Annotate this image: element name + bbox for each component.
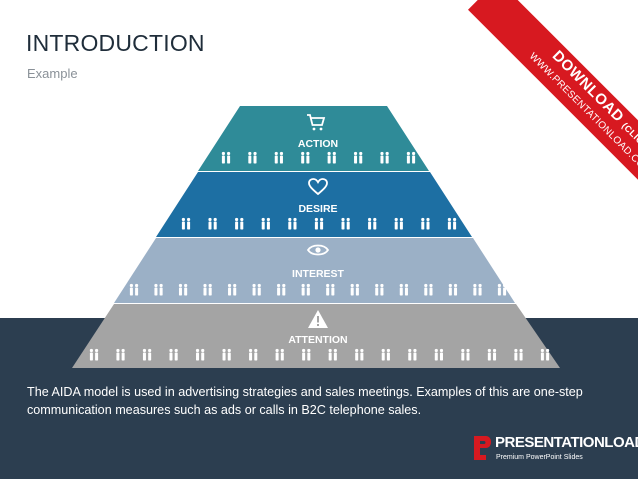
people-icon (355, 348, 364, 361)
description-text: The AIDA model is used in advertising st… (27, 385, 583, 417)
tier-action-figures (221, 151, 416, 164)
people-icon (288, 217, 297, 230)
cart-icon (307, 114, 326, 131)
people-icon (248, 348, 258, 361)
tier-attention-figures (89, 348, 550, 361)
people-icon (235, 217, 244, 230)
people-icon (350, 283, 359, 296)
people-icon (248, 151, 257, 164)
people-icon (301, 151, 310, 164)
people-icon (277, 283, 286, 296)
people-icon (275, 348, 284, 361)
tier-desire: DESIRE (156, 172, 472, 237)
people-icon (540, 348, 550, 361)
people-icon (406, 151, 416, 164)
eye-icon (306, 244, 330, 256)
people-icon (399, 283, 409, 296)
people-icon (434, 348, 444, 361)
people-icon (227, 283, 237, 296)
brand-name: PRESENTATIONLOAD® (495, 434, 638, 451)
tier-desire-label: DESIRE (298, 203, 337, 215)
tier-attention-label: ATTENTION (288, 334, 347, 346)
people-icon (514, 348, 523, 361)
brand-tagline: Premium PowerPoint Slides (496, 454, 583, 461)
people-icon (353, 151, 363, 164)
people-icon (381, 348, 391, 361)
people-icon (169, 348, 178, 361)
tier-interest-label: INTEREST (292, 268, 345, 280)
people-icon (142, 348, 152, 361)
people-icon (368, 217, 377, 230)
heart-icon (308, 178, 328, 196)
people-icon (252, 283, 261, 296)
people-icon (314, 217, 324, 230)
tier-attention: ATTENTION (72, 304, 560, 368)
people-icon (375, 283, 384, 296)
people-icon (181, 217, 191, 230)
people-icon (326, 283, 335, 296)
people-icon (380, 151, 389, 164)
people-icon (497, 283, 507, 296)
warning-icon (308, 310, 328, 328)
tier-desire-figures (181, 217, 457, 230)
people-icon (261, 217, 270, 230)
people-icon (448, 283, 458, 296)
people-icon (461, 348, 470, 361)
people-icon (421, 217, 430, 230)
people-icon (341, 217, 350, 230)
people-icon (89, 348, 99, 361)
people-icon (302, 348, 311, 361)
people-icon (487, 348, 497, 361)
people-icon (129, 283, 139, 296)
page-subtitle: Example (27, 66, 78, 81)
presentationload-logo-icon (474, 436, 491, 460)
people-icon (328, 348, 337, 361)
tier-action: ACTION (198, 106, 429, 171)
page-title: INTRODUCTION (26, 30, 205, 56)
people-icon (221, 151, 231, 164)
tier-interest-figures (129, 283, 507, 296)
people-icon (222, 348, 231, 361)
people-icon (424, 283, 433, 296)
people-icon (473, 283, 482, 296)
people-icon (203, 283, 212, 296)
people-icon (195, 348, 205, 361)
people-icon (154, 283, 163, 296)
tier-action-label: ACTION (298, 138, 338, 150)
people-icon (301, 283, 310, 296)
people-icon (274, 151, 284, 164)
tier-interest-band (114, 238, 515, 303)
tier-attention-band (72, 304, 560, 368)
people-icon (447, 217, 457, 230)
people-icon (208, 217, 217, 230)
people-icon (408, 348, 417, 361)
tier-desire-band (156, 172, 472, 237)
people-icon (327, 151, 336, 164)
people-icon (178, 283, 188, 296)
people-icon (116, 348, 125, 361)
tier-interest: INTEREST (114, 238, 515, 303)
people-icon (394, 217, 403, 230)
